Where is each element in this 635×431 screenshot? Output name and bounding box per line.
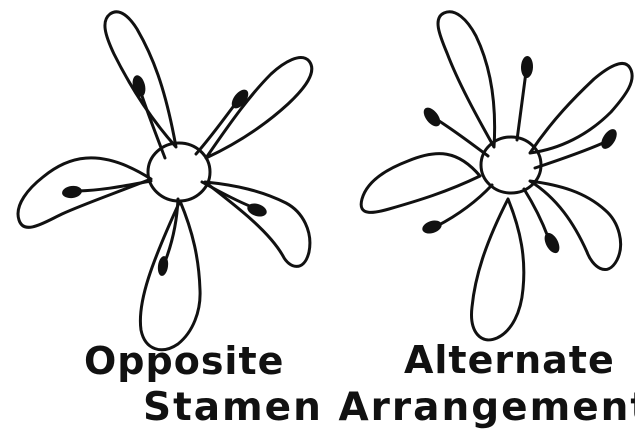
opposite-anther-1 — [131, 74, 148, 98]
alternate-stamen-3 — [524, 189, 548, 237]
opposite-label: Opposite — [84, 339, 284, 383]
opposite-flower-petal-bottom — [140, 201, 200, 350]
alternate-anther-4 — [421, 218, 444, 236]
alternate-flower-petal-bottom — [472, 199, 524, 340]
diagram-caption: Stamen Arrangement — [143, 385, 635, 430]
alternate-stamen-2 — [535, 143, 603, 168]
alternate-flower — [361, 12, 632, 340]
opposite-flower — [18, 12, 312, 350]
alternate-flower-petal-right — [530, 63, 632, 153]
opposite-flower-petal-right — [206, 58, 312, 158]
alternate-label: Alternate — [404, 338, 615, 382]
opposite-flower-petal-lower-right — [205, 182, 310, 266]
opposite-stamen-5 — [78, 181, 151, 191]
alternate-anther-5 — [420, 105, 443, 130]
opposite-flower-center — [148, 143, 210, 201]
opposite-stamen-1 — [141, 93, 165, 158]
alternate-stamen-1 — [517, 72, 526, 140]
opposite-anther-5 — [61, 185, 82, 200]
alternate-anther-3 — [542, 230, 563, 255]
alternate-anther-1 — [521, 56, 534, 78]
alternate-flower-petal-left — [361, 154, 480, 213]
alternate-anther-2 — [598, 126, 620, 151]
opposite-flower-petal-left — [18, 158, 151, 227]
alternate-flower-center — [481, 137, 541, 193]
